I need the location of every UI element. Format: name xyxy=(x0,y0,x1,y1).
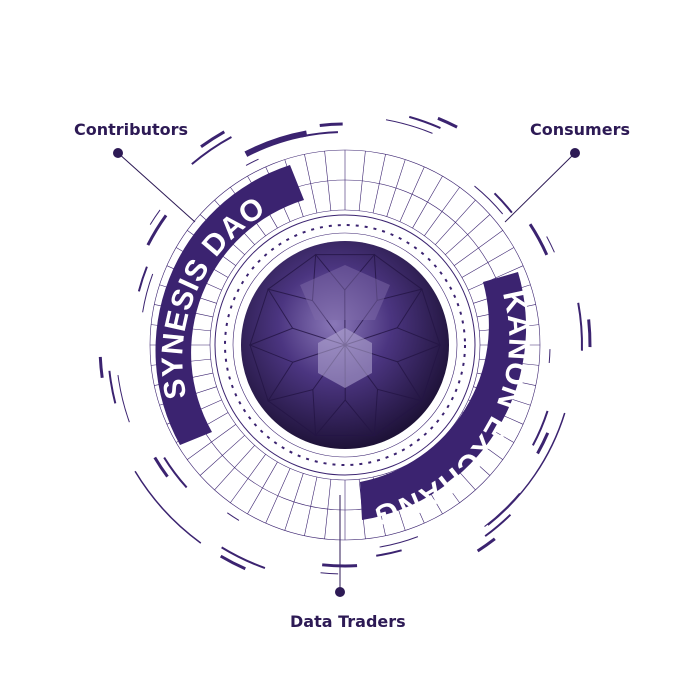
spoke-ring xyxy=(149,149,541,541)
deco-arc xyxy=(142,273,154,313)
deco-arc xyxy=(117,374,130,423)
deco-arc xyxy=(548,349,551,364)
deco-arc xyxy=(134,470,202,544)
deco-arc xyxy=(98,356,104,379)
consumers-node-icon xyxy=(570,148,580,158)
deco-arc xyxy=(408,115,441,129)
traders-node-icon xyxy=(335,587,345,597)
sphere-highlight-hexagon xyxy=(318,328,372,388)
deco-arc xyxy=(245,158,259,166)
deco-arc xyxy=(108,370,117,404)
deco-arc xyxy=(146,214,168,246)
facet xyxy=(266,388,317,437)
facet xyxy=(266,253,317,302)
contributors-node-icon xyxy=(113,148,123,158)
deco-arc xyxy=(476,537,496,553)
deco-arc xyxy=(528,223,549,256)
facet xyxy=(373,253,424,302)
deco-arc xyxy=(376,549,402,557)
deco-arc xyxy=(493,192,513,214)
deco-arc xyxy=(163,457,188,489)
deco-arc xyxy=(191,136,232,165)
facet xyxy=(249,287,294,346)
deco-arc xyxy=(536,432,550,455)
connector-consumers xyxy=(504,152,576,223)
deco-arc xyxy=(227,512,240,521)
deco-arc xyxy=(474,185,504,215)
deco-arc xyxy=(577,302,583,351)
deco-arc xyxy=(437,116,458,129)
deco-arc xyxy=(319,122,343,127)
connector-lines xyxy=(117,152,576,590)
deco-arc xyxy=(149,209,161,225)
kanon-band xyxy=(360,272,527,520)
facet xyxy=(249,344,294,403)
deco-arc xyxy=(484,513,512,537)
inner-ring-thin xyxy=(232,232,458,458)
deco-arc xyxy=(379,536,419,548)
deco-arc xyxy=(219,554,246,571)
deco-arc xyxy=(221,546,266,570)
deco-arc xyxy=(322,563,358,568)
facet xyxy=(396,287,441,346)
deco-arc xyxy=(532,410,549,446)
deco-arc xyxy=(587,319,592,348)
deco-arc xyxy=(487,412,566,526)
outer-ring-decoration xyxy=(98,115,592,575)
deco-arc xyxy=(244,130,308,157)
deco-arc xyxy=(385,119,433,134)
consumers-label: Consumers xyxy=(530,120,630,139)
sphere-highlight-pentagon xyxy=(300,265,390,320)
facet xyxy=(314,399,376,436)
contributors-label: Contributors xyxy=(74,120,189,139)
synesis-band xyxy=(155,165,304,445)
facet xyxy=(373,388,424,437)
connector-contributors xyxy=(117,152,196,223)
deco-arc xyxy=(137,266,148,292)
inner-ring-outer xyxy=(214,214,476,476)
data-traders-label: Data Traders xyxy=(290,612,406,631)
deco-arc xyxy=(484,492,520,527)
inner-ring-dashed xyxy=(224,224,466,466)
facet xyxy=(396,344,441,403)
deco-arc xyxy=(200,130,226,148)
deco-arc xyxy=(546,236,555,253)
deco-arc xyxy=(320,572,339,575)
deco-arc xyxy=(153,456,169,478)
spoke-ring xyxy=(209,209,481,481)
